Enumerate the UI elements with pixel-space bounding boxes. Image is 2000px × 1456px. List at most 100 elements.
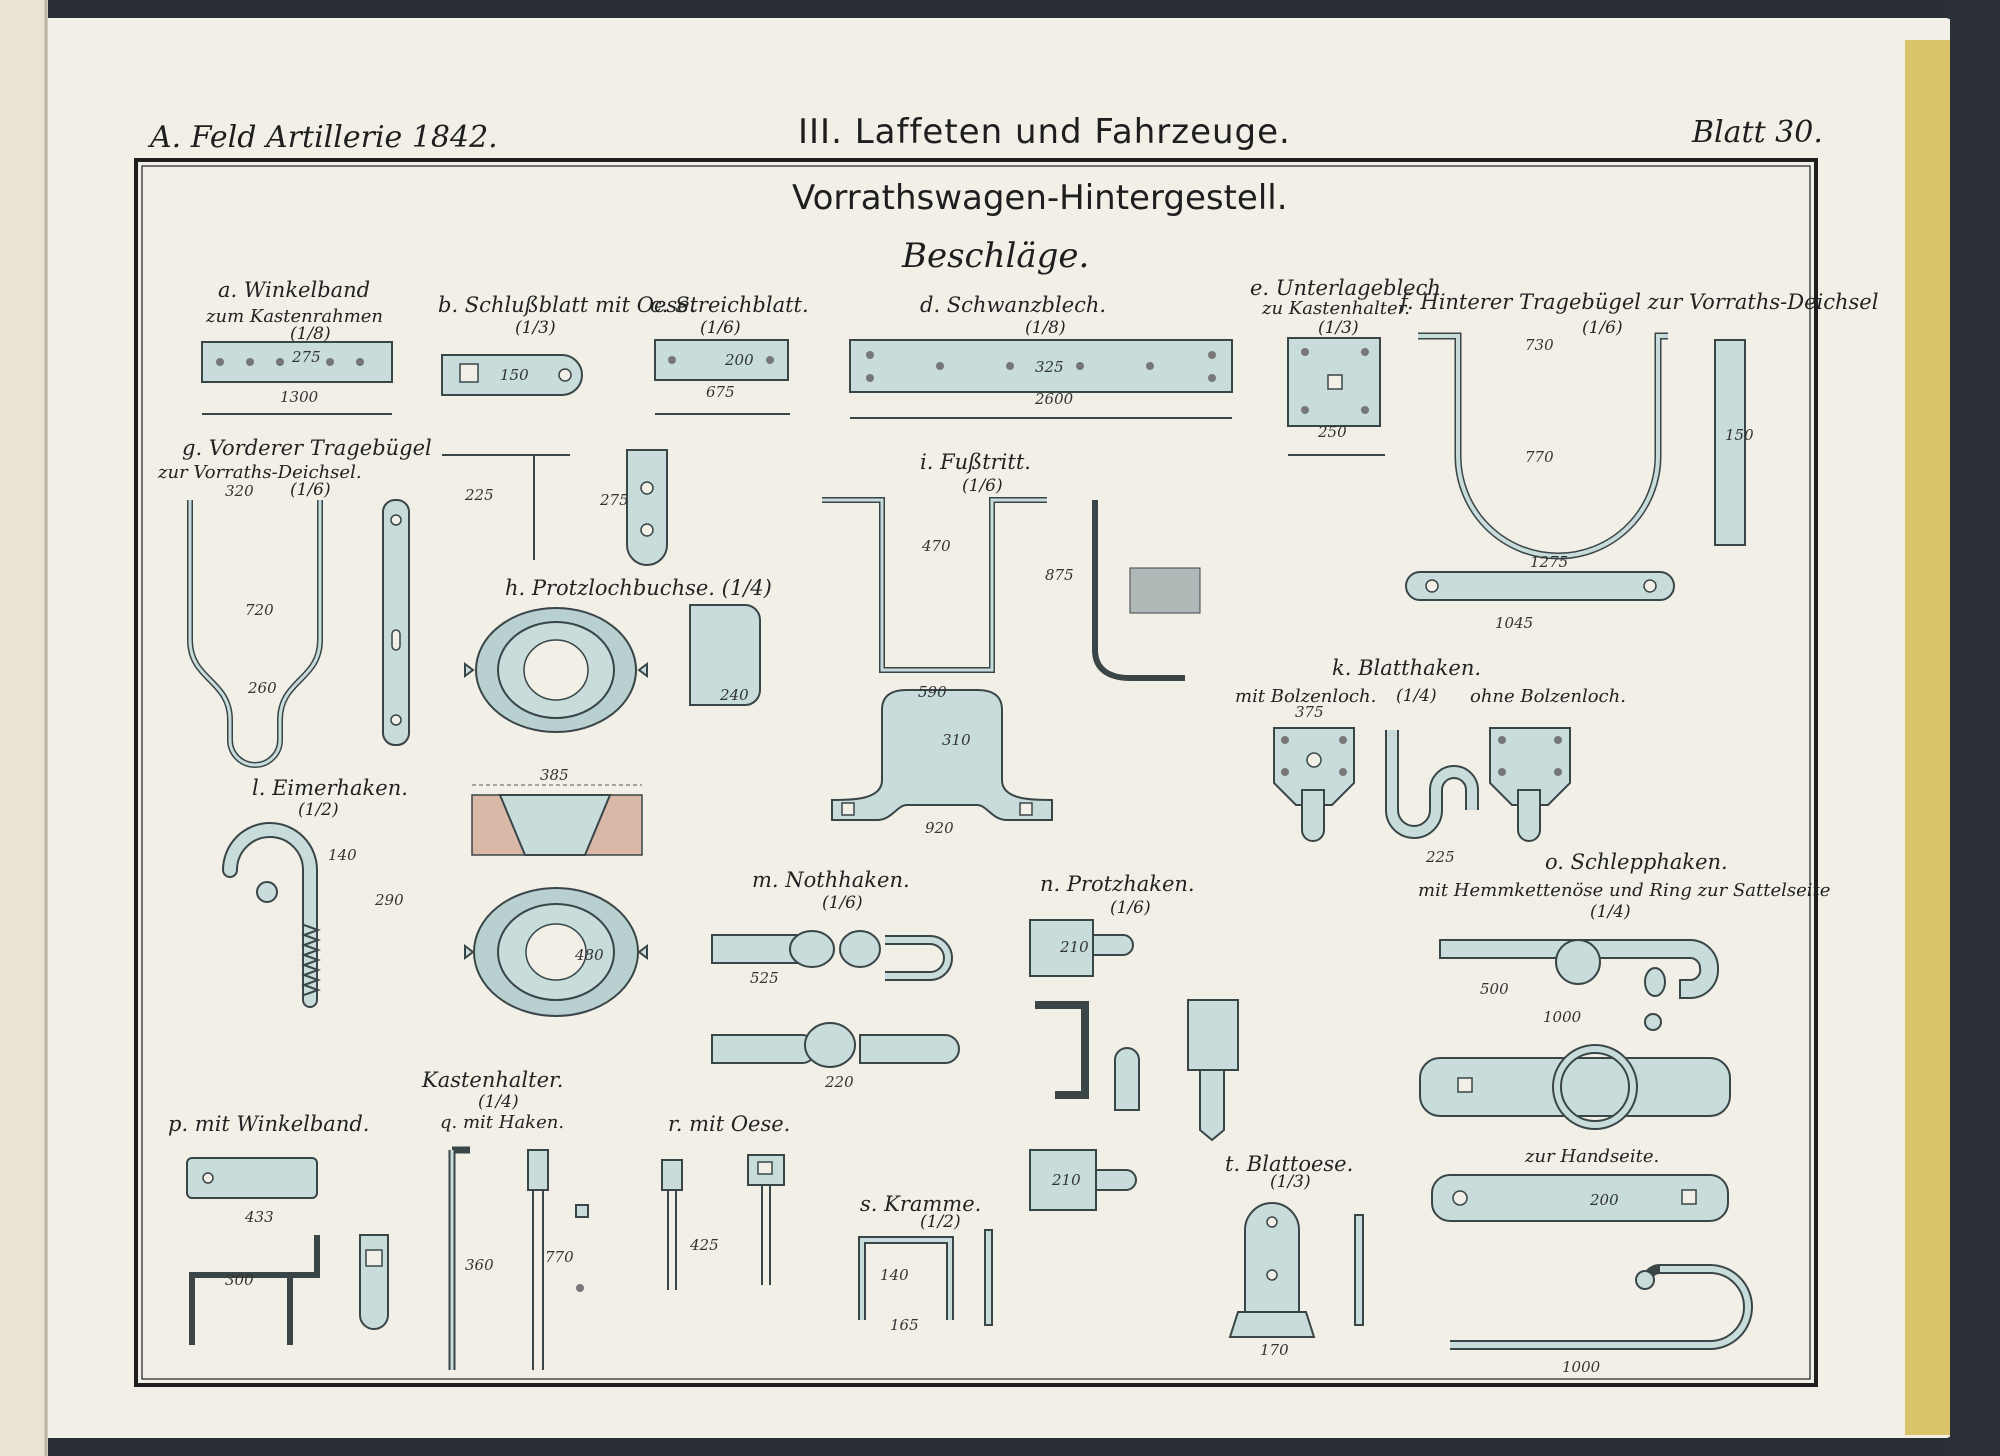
kastenhalter-label: Kastenhalter. [422, 1068, 564, 1092]
svg-text:470: 470 [921, 537, 951, 555]
part-n-scale: (1/6) [1110, 898, 1151, 918]
part-l-scale: (1/2) [298, 800, 339, 820]
part-e-sub: zu Kastenhalter. [1262, 298, 1411, 319]
svg-text:875: 875 [1045, 566, 1074, 584]
part-g-label: g. Vorderer Tragebügel [182, 436, 432, 460]
part-o-sub: mit Hemmkettenöse und Ring zur Sattelsei… [1418, 880, 1831, 901]
part-o-scale: (1/4) [1590, 902, 1631, 922]
svg-text:1000: 1000 [1562, 1358, 1601, 1376]
part-a-label: a. Winkelband [218, 278, 371, 302]
svg-text:675: 675 [706, 383, 735, 401]
part-f-scale: (1/6) [1582, 318, 1623, 338]
svg-text:425: 425 [689, 1236, 719, 1254]
part-t-scale: (1/3) [1270, 1172, 1311, 1192]
part-l-drawing: 140 290 [222, 822, 404, 1008]
part-g-scale: (1/6) [290, 480, 331, 500]
svg-text:385: 385 [540, 766, 569, 784]
part-i-label: i. Fußtritt. [920, 450, 1031, 474]
svg-text:300: 300 [225, 1271, 254, 1289]
svg-text:500: 500 [1480, 980, 1509, 998]
part-o-drawing: 500 1000 [1419, 939, 1731, 1130]
svg-text:1000: 1000 [1543, 1008, 1582, 1026]
svg-text:275: 275 [599, 491, 629, 509]
svg-text:770: 770 [1525, 448, 1554, 466]
inner-frame [141, 165, 1811, 1380]
part-a-scale: (1/8) [290, 324, 331, 344]
part-s-drawing: 140 165 [858, 1229, 993, 1334]
part-p-label: p. mit Winkelband. [168, 1112, 370, 1136]
part-k-sub1: mit Bolzenloch. [1235, 686, 1377, 707]
part-e-scale: (1/3) [1318, 318, 1359, 338]
part-e-drawing: 250 [1287, 337, 1385, 456]
part-e-label: e. Unterlageblech [1250, 276, 1441, 300]
part-i-scale: (1/6) [962, 476, 1003, 496]
part-k-scale: (1/4) [1396, 686, 1437, 706]
svg-text:165: 165 [890, 1316, 919, 1334]
part-c-label: c. Streichblatt. [650, 293, 809, 317]
svg-text:310: 310 [942, 731, 971, 749]
part-m-drawing: 525 220 [711, 930, 960, 1091]
part-n-label: n. Protzhaken. [1040, 872, 1195, 896]
svg-text:730: 730 [1525, 336, 1554, 354]
svg-text:1275: 1275 [1530, 553, 1568, 571]
svg-text:150: 150 [1725, 426, 1754, 444]
svg-text:290: 290 [374, 891, 404, 909]
svg-text:720: 720 [245, 601, 274, 619]
part-b-drawing: 150 225 275 [441, 354, 668, 566]
part-d-scale: (1/8) [1025, 318, 1066, 338]
svg-text:525: 525 [750, 969, 779, 987]
svg-text:770: 770 [545, 1248, 574, 1266]
part-b-label: b. Schlußblatt mit Oese. [438, 293, 697, 317]
part-t-drawing: 170 [1228, 1202, 1364, 1359]
svg-text:375: 375 [1295, 703, 1324, 721]
svg-text:140: 140 [880, 1266, 909, 1284]
part-l-label: l. Eimerhaken. [252, 776, 408, 800]
handseite-label: zur Handseite. [1525, 1146, 1660, 1167]
part-a-sub: zum Kastenrahmen [206, 306, 384, 327]
part-q-label: q. mit Haken. [440, 1112, 565, 1133]
gilt-edge [1905, 40, 1950, 1435]
svg-text:590: 590 [918, 683, 947, 701]
part-h-label: h. Protzlochbuchse. (1/4) [505, 576, 772, 600]
part-c-drawing: 675 200 [654, 339, 790, 415]
svg-text:1045: 1045 [1495, 614, 1533, 632]
svg-text:1300: 1300 [280, 388, 319, 406]
svg-text:220: 220 [824, 1073, 854, 1091]
svg-text:170: 170 [1260, 1341, 1289, 1359]
header-left: A. Feld Artillerie 1842. [150, 120, 498, 155]
part-f-label: f. Hinterer Tragebügel zur Vorraths-Deic… [1400, 290, 1879, 314]
plate-subtitle: Beschläge. [902, 236, 1090, 276]
part-a-drawing: 1300 275 [201, 341, 393, 415]
outer-frame [134, 158, 1818, 1387]
svg-text:250: 250 [1317, 423, 1347, 441]
part-handseite-drawing: 200 1000 [1431, 1174, 1753, 1376]
part-s-scale: (1/2) [920, 1212, 961, 1232]
part-o-label: o. Schlepphaken. [1545, 850, 1728, 874]
part-k-sub2: ohne Bolzenloch. [1470, 686, 1626, 707]
svg-text:140: 140 [328, 846, 357, 864]
part-c-scale: (1/6) [700, 318, 741, 338]
part-g-sub: zur Vorraths-Deichsel. [158, 462, 362, 483]
svg-text:210: 210 [1059, 938, 1089, 956]
svg-text:200: 200 [1589, 1191, 1619, 1209]
svg-text:225: 225 [464, 486, 494, 504]
svg-text:2600: 2600 [1034, 390, 1074, 408]
kastenhalter-scale: (1/4) [478, 1092, 519, 1112]
part-r-label: r. mit Oese. [668, 1112, 791, 1136]
part-d-label: d. Schwanzblech. [920, 293, 1107, 317]
part-r-drawing: 425 [661, 1154, 785, 1290]
svg-text:200: 200 [724, 351, 754, 369]
part-m-label: m. Nothhaken. [752, 868, 910, 892]
header-right: Blatt 30. [1692, 115, 1823, 150]
svg-text:260: 260 [247, 679, 277, 697]
part-t-label: t. Blattoese. [1225, 1152, 1354, 1176]
part-f-drawing: 730 770 1275 1045 150 [1405, 332, 1754, 632]
svg-text:240: 240 [719, 686, 749, 704]
svg-text:275: 275 [291, 348, 321, 366]
svg-text:150: 150 [500, 366, 529, 384]
